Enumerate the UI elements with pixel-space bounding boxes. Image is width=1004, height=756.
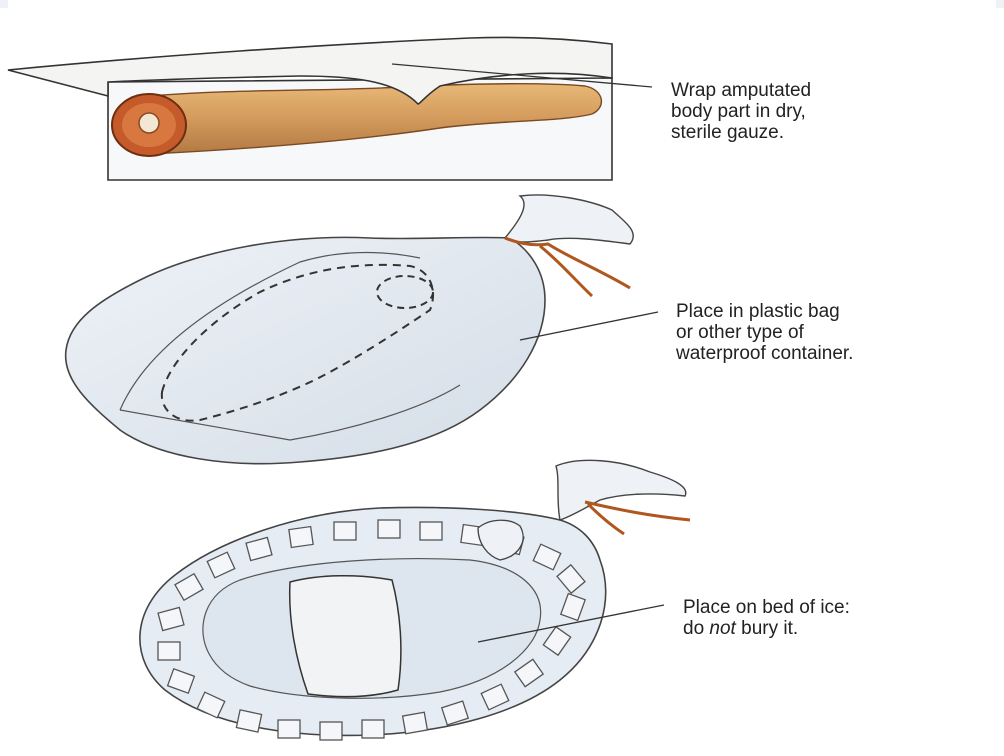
step2-caption: Place in plastic bag or other type of wa…: [676, 301, 853, 364]
step1-caption: Wrap amputated body part in dry, sterile…: [671, 80, 811, 143]
caption-pre: do: [683, 618, 709, 639]
step1-illustration: [8, 37, 652, 180]
caption-line: Place in plastic bag: [676, 301, 853, 322]
caption-emphasis: not: [709, 618, 735, 639]
plastic-bag: [66, 237, 545, 463]
caption-line: do not bury it.: [683, 618, 850, 639]
caption-line: sterile gauze.: [671, 122, 811, 143]
caption-line: or other type of: [676, 322, 853, 343]
caption-post: bury it.: [736, 618, 798, 639]
bag-knot: [505, 195, 633, 244]
bone-marrow: [139, 113, 159, 133]
caption-line: Wrap amputated: [671, 80, 811, 101]
caption-line: waterproof container.: [676, 343, 853, 364]
wrapped-part: [290, 576, 401, 697]
step3-caption: Place on bed of ice: do not bury it.: [683, 597, 850, 639]
step2-illustration: [66, 195, 658, 464]
caption-line: Place on bed of ice:: [683, 597, 850, 618]
caption-line: body part in dry,: [671, 101, 811, 122]
step3-illustration: [140, 460, 690, 740]
